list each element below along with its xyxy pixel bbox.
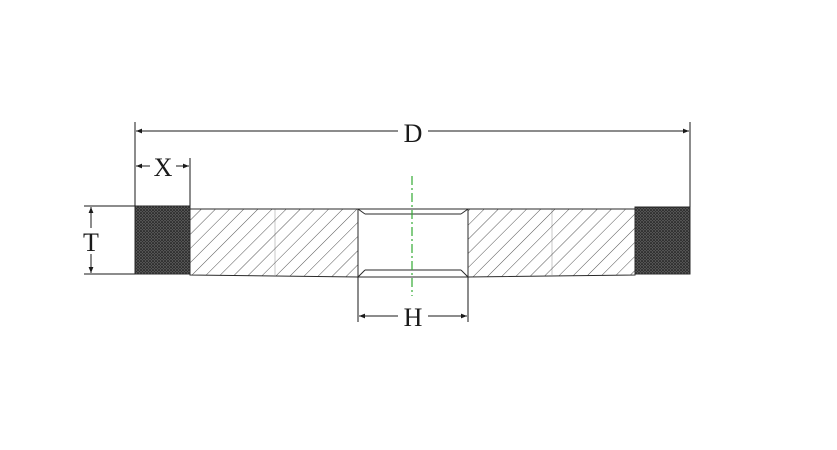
dimension-h: H [357,277,469,332]
abrasive-rim-right [634,206,691,275]
center-bore [357,208,469,278]
dimension-t-label: T [83,228,99,257]
abrasive-rim-left [134,205,191,275]
dimension-x: X [136,152,191,206]
wheel-core-left [189,208,359,278]
dimension-d-label: D [404,119,423,148]
dimension-x-label: X [154,153,173,182]
dimension-t: T [78,205,135,275]
wheel-body [189,208,636,278]
dimension-h-label: H [404,303,423,332]
dimension-d: D [134,118,691,207]
